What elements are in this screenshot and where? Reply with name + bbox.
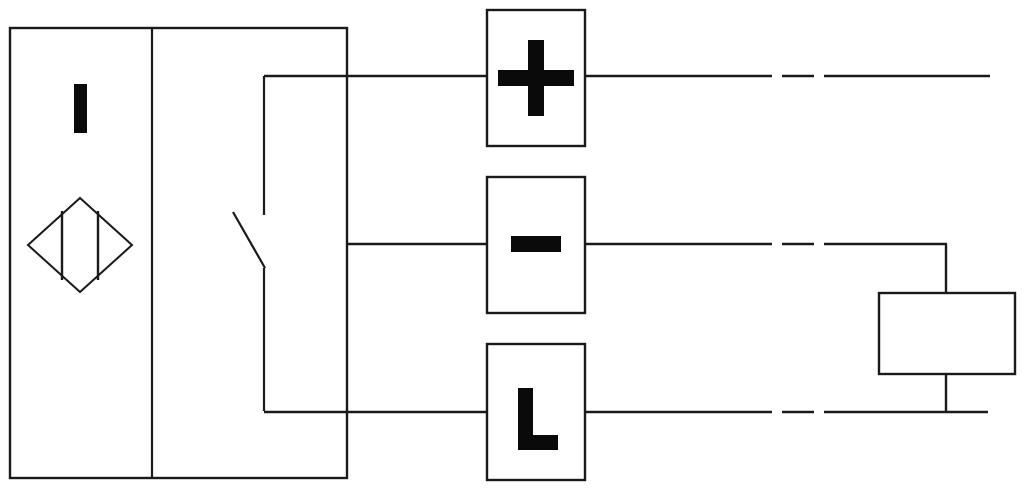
sensor-housing-outline xyxy=(8,26,349,480)
l-icon-vertical-bar xyxy=(518,388,533,450)
l-icon-horizontal-bar xyxy=(518,435,558,450)
minus-icon-bar xyxy=(511,236,561,252)
load-element-box xyxy=(877,291,1017,376)
terminal-load-box xyxy=(485,342,587,482)
plus-icon-horizontal-bar xyxy=(498,70,574,86)
sensing-indicator-bar-icon xyxy=(74,84,87,133)
proximity-sensor-diamond-icon xyxy=(26,196,134,294)
switch-contact-blade xyxy=(232,211,266,269)
